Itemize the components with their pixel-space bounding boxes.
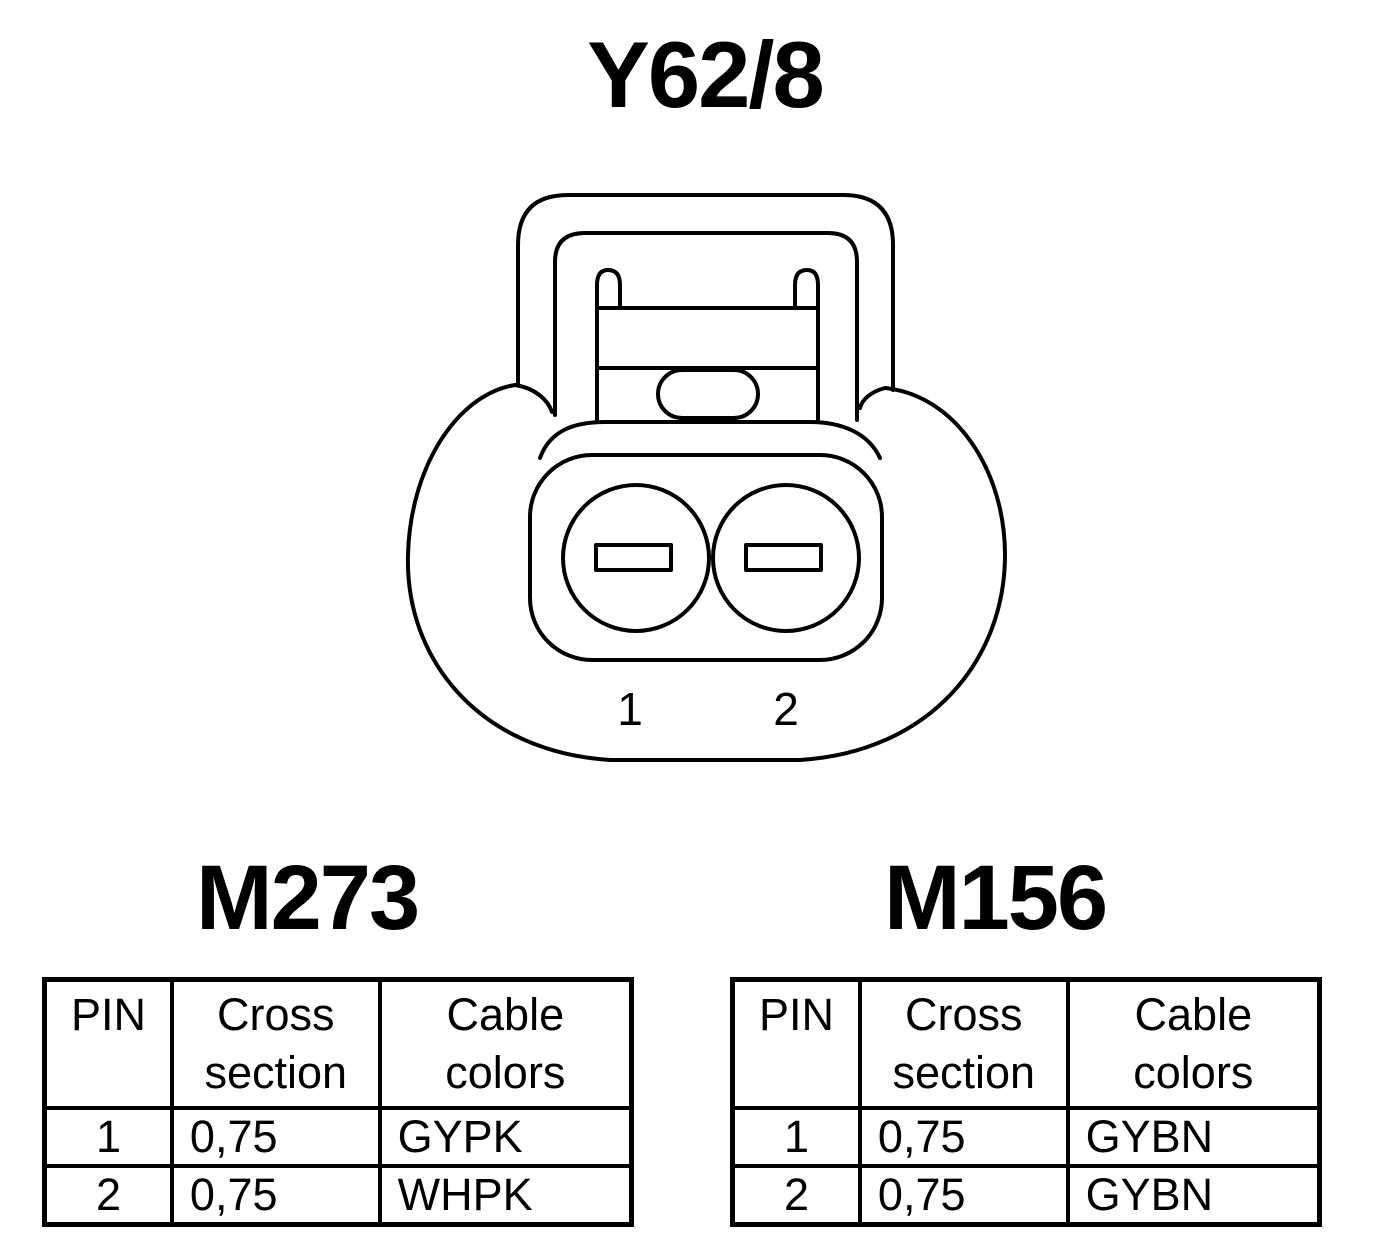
header-cable-colors: Cable colors [377,977,634,1110]
pin-cell: 2 [42,1164,174,1227]
header-cross-section: Cross section [857,977,1070,1110]
pin-2-cavity [711,483,861,633]
cross-section-cell: 0,75 [169,1164,382,1227]
cable-color-cell: WHPK [377,1164,634,1227]
table-row: 2 0,75 GYBN [730,1164,1322,1227]
connector-housing [405,383,1007,762]
table-row: 1 0,75 GYBN [730,1106,1322,1168]
variant-title-m273: M273 [196,847,420,949]
cross-section-cell: 0,75 [169,1106,382,1168]
connector-title: Y62/8 [587,22,825,127]
variant-title-m156: M156 [884,847,1108,949]
pin-table-m156: PIN Cross section Cable colors 1 0,75 GY… [730,977,1322,1227]
cable-color-cell: GYBN [1065,1106,1322,1168]
cross-section-cell: 0,75 [857,1164,1070,1227]
header-cable-colors: Cable colors [1065,977,1322,1110]
cable-color-cell: GYPK [377,1106,634,1168]
connector-diagram: 1 2 [405,193,1007,762]
table-header-row: PIN Cross section Cable colors [730,977,1322,1110]
header-pin: PIN [42,977,174,1110]
cross-section-cell: 0,75 [857,1106,1070,1168]
pin-cell: 1 [730,1106,862,1168]
header-cross-section: Cross section [169,977,382,1110]
table-row: 1 0,75 GYPK [42,1106,634,1168]
pin-cell: 1 [42,1106,174,1168]
header-pin: PIN [730,977,862,1110]
pin-1-contact [594,543,673,572]
pin-cell: 2 [730,1164,862,1227]
table-row: 2 0,75 WHPK [42,1164,634,1227]
pin-1-number: 1 [617,683,643,735]
pin-table-m273: PIN Cross section Cable colors 1 0,75 GY… [42,977,634,1227]
cable-color-cell: GYBN [1065,1164,1322,1227]
latch-inner [553,231,859,422]
pin-2-contact [744,543,823,572]
latch-slot [656,368,760,420]
latch-outer [516,193,895,392]
pin-2-number: 2 [773,683,799,735]
pin-1-cavity [561,483,711,633]
cavity-frame [528,453,884,662]
table-header-row: PIN Cross section Cable colors [42,977,634,1110]
